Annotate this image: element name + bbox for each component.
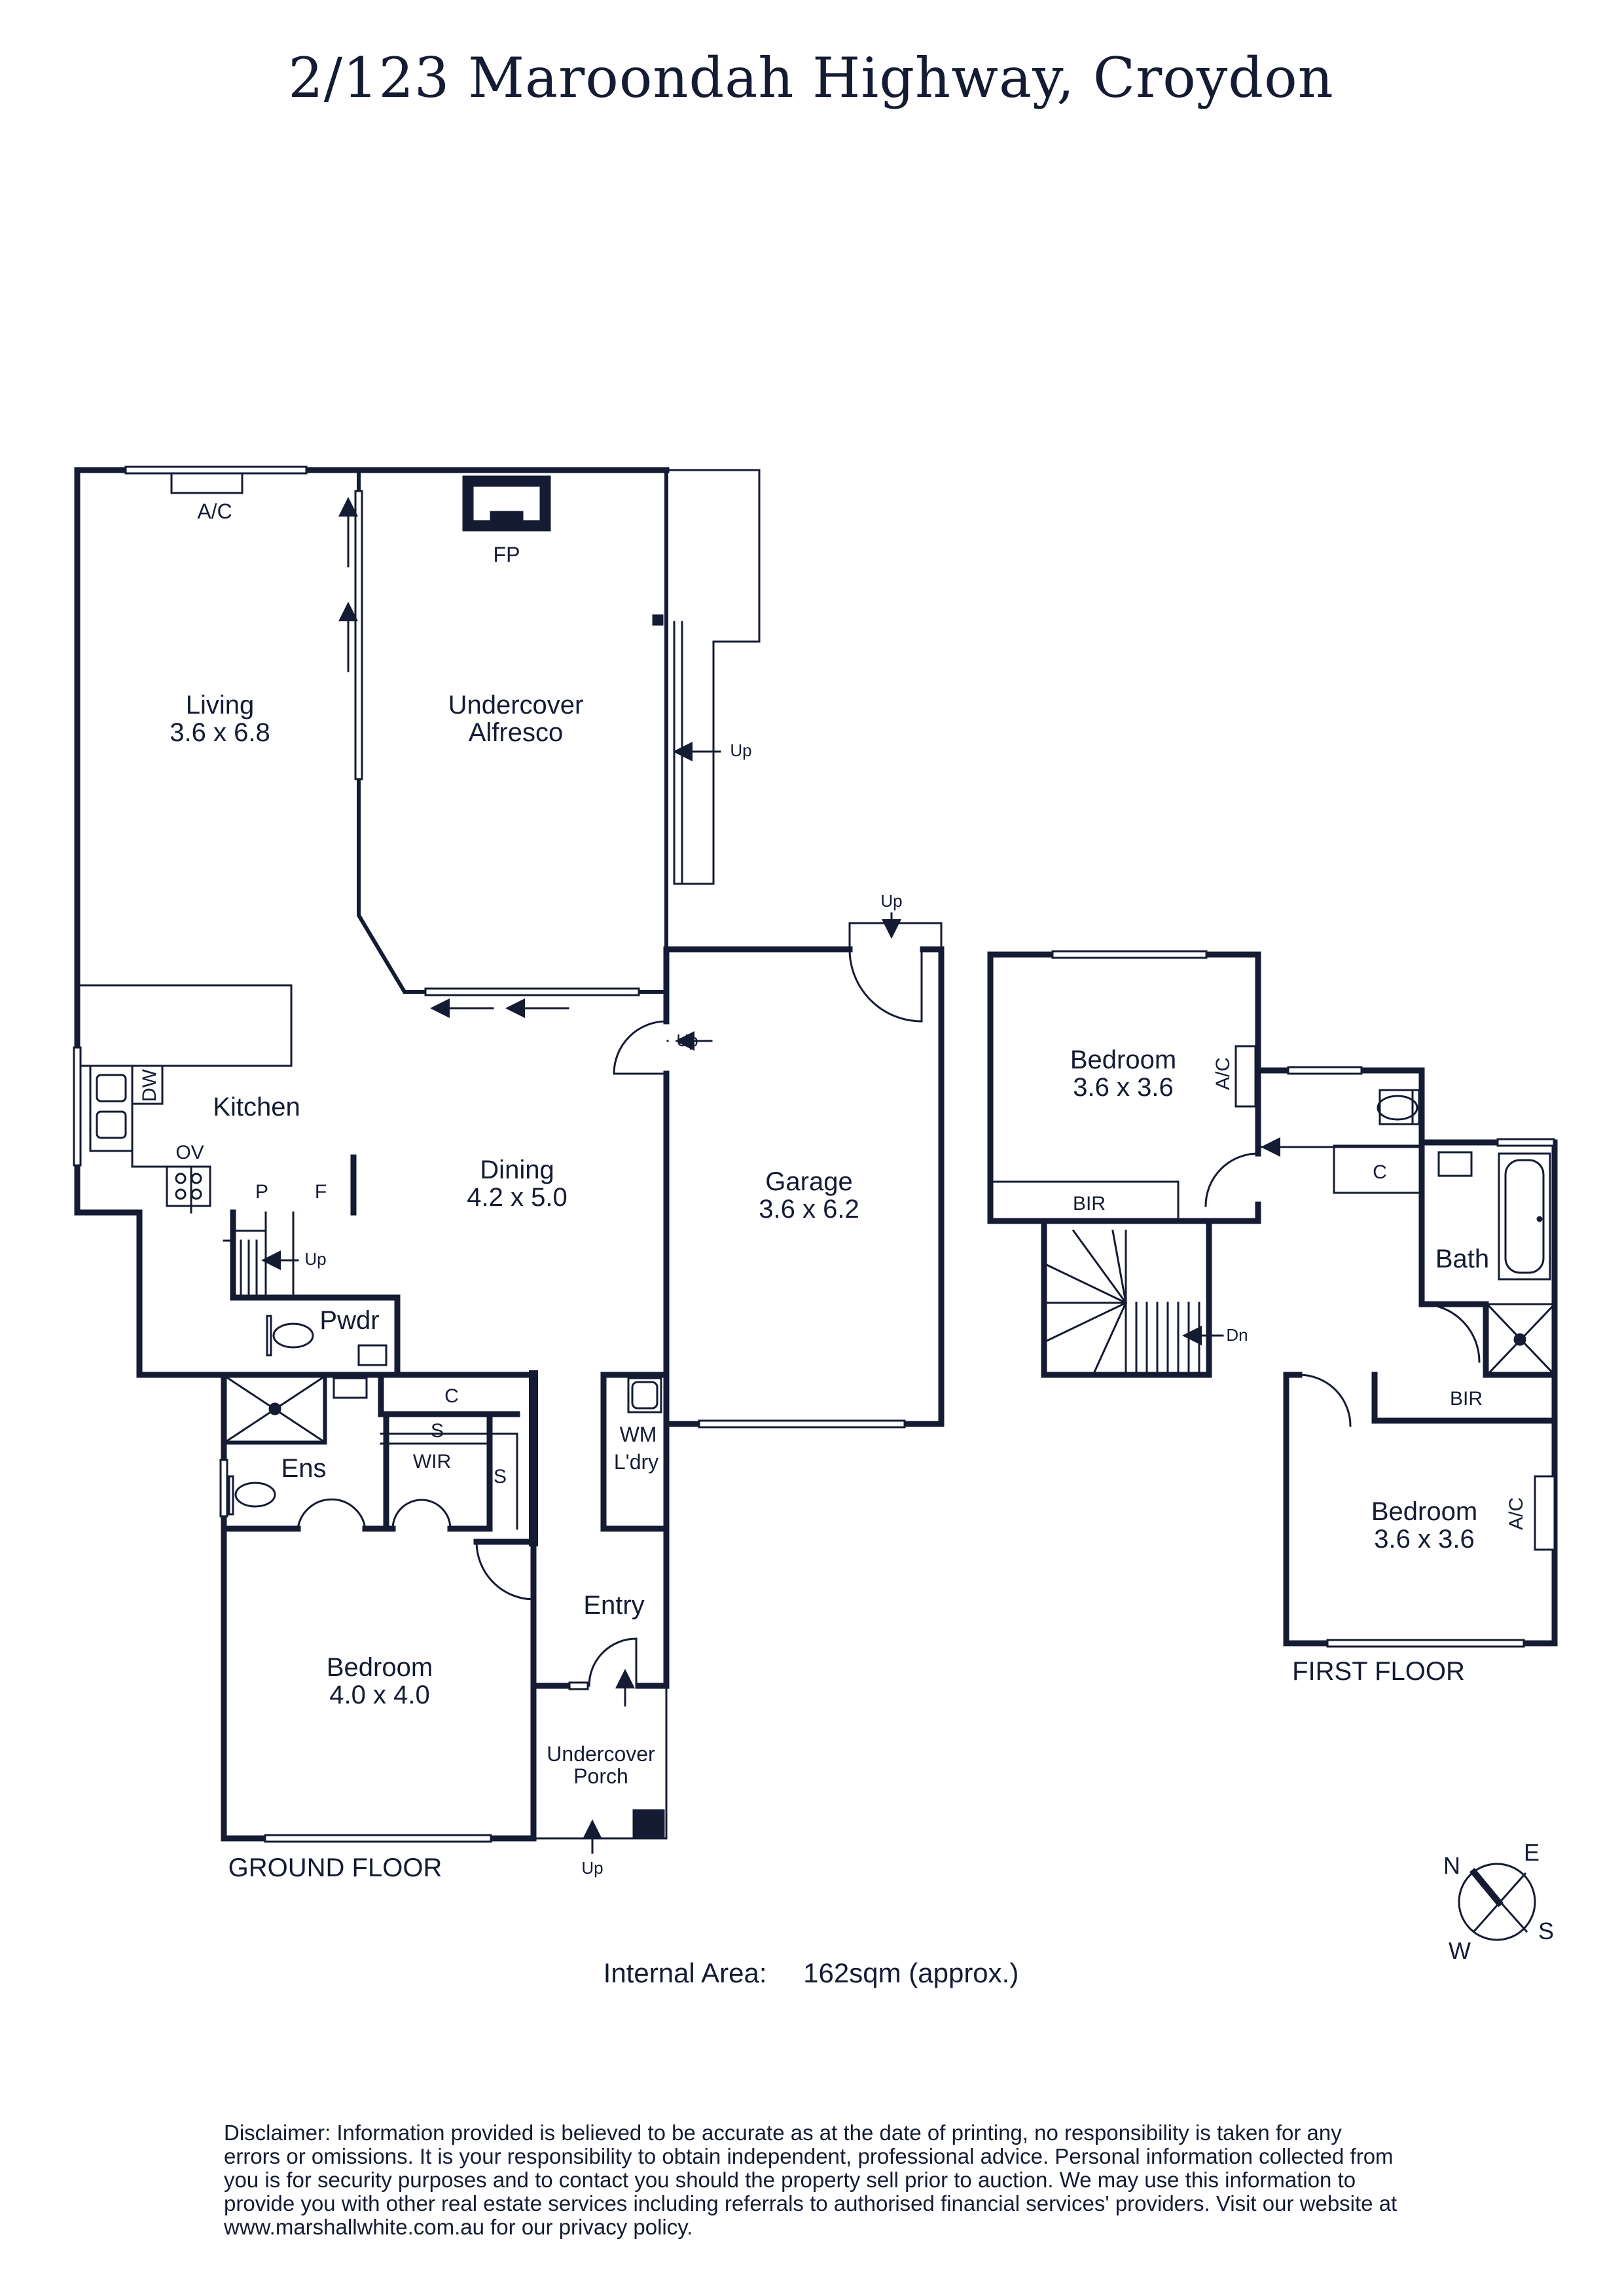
up-label-porch: Up [581, 1858, 603, 1878]
kitchen-label: Kitchen [213, 1093, 300, 1121]
c-label-first: C [1373, 1161, 1387, 1183]
s-label-wir-top: S [431, 1420, 444, 1442]
compass-n: N [1443, 1852, 1460, 1879]
internal-area-label: Internal Area: [603, 1958, 767, 1988]
up-label-ramp: Up [730, 740, 751, 760]
page-title: 2/123 Maroondah Highway, Croydon [288, 46, 1334, 110]
living-size: 3.6 x 6.8 [170, 718, 270, 747]
up-label-stairs: Up [304, 1249, 326, 1269]
ground-floor-fixtures [89, 472, 665, 1838]
ground-floor-windows [73, 465, 906, 1843]
entry-label: Entry [583, 1591, 644, 1620]
bedroom-first-2-label: Bedroom [1371, 1497, 1477, 1526]
up-label-garage-door: Up [880, 891, 902, 911]
bir-label-first-1: BIR [1073, 1193, 1106, 1214]
bath-label: Bath [1435, 1245, 1489, 1273]
dining-label: Dining [480, 1156, 554, 1184]
living-label: Living [186, 691, 255, 720]
c-label-ground: C [444, 1385, 459, 1407]
bedroom-first-1-size: 3.6 x 3.6 [1073, 1073, 1173, 1102]
fridge-label: F [315, 1181, 327, 1203]
dn-label: Dn [1226, 1325, 1248, 1345]
ac-label-living: A/C [197, 500, 232, 523]
first-floor-stairs [1042, 1229, 1200, 1376]
first-floor-windows [1051, 950, 1556, 1648]
first-floor-doors [1204, 1152, 1481, 1427]
compass-rose [1458, 1863, 1536, 1941]
alfresco-label-1: Undercover [448, 691, 584, 720]
dw-label: DW [139, 1068, 160, 1102]
dining-size: 4.2 x 5.0 [467, 1183, 567, 1212]
bedroom-ground-label: Bedroom [327, 1653, 433, 1682]
alfresco-label-2: Alfresco [469, 718, 564, 747]
bedroom-first-2-size: 3.6 x 3.6 [1374, 1525, 1474, 1554]
first-floor-fixtures [1377, 1089, 1557, 1377]
compass-e: E [1524, 1839, 1540, 1866]
wir-label: WIR [413, 1451, 451, 1472]
ground-floor-thin-lines [76, 469, 943, 1840]
first-floor-label: FIRST FLOOR [1292, 1657, 1465, 1686]
ground-floor-label: GROUND FLOOR [228, 1853, 442, 1882]
pwdr-label: Pwdr [319, 1306, 379, 1335]
compass-w: W [1449, 1937, 1471, 1964]
fp-label: FP [494, 543, 520, 566]
ov-label: OV [175, 1142, 204, 1163]
ac-label-first-1: A/C [1212, 1057, 1234, 1090]
ac-label-first-2: A/C [1505, 1497, 1527, 1530]
ground-floor-stairs [223, 621, 683, 1299]
first-floor-thin-lines [989, 1144, 1423, 1222]
compass-s: S [1538, 1918, 1554, 1944]
bedroom-ground-size: 4.0 x 4.0 [329, 1681, 429, 1709]
up-label-dining: Up [676, 1030, 698, 1050]
garage-size: 3.6 x 6.2 [759, 1195, 859, 1224]
ground-floor-walls [74, 467, 945, 1842]
laundry-label-2: L'dry [614, 1450, 658, 1474]
bedroom-first-1-label: Bedroom [1070, 1046, 1176, 1074]
ens-label: Ens [281, 1454, 327, 1483]
garage-label: Garage [765, 1167, 852, 1196]
bir-label-first-2: BIR [1450, 1388, 1483, 1410]
internal-area-value: 162sqm (approx.) [803, 1958, 1019, 1988]
porch-label-2: Porch [573, 1764, 628, 1788]
ground-floor-doors [297, 948, 923, 1687]
disclaimer-text: Disclaimer: Information provided is beli… [224, 2121, 1397, 2239]
internal-area: Internal Area: 162sqm (approx.) [0, 1958, 1622, 1989]
pantry-label: P [255, 1181, 268, 1203]
s-label-wir-side: S [494, 1466, 507, 1487]
direction-arrows [261, 497, 1286, 1854]
laundry-label-1: WM [620, 1423, 657, 1446]
porch-label-1: Undercover [547, 1742, 655, 1766]
